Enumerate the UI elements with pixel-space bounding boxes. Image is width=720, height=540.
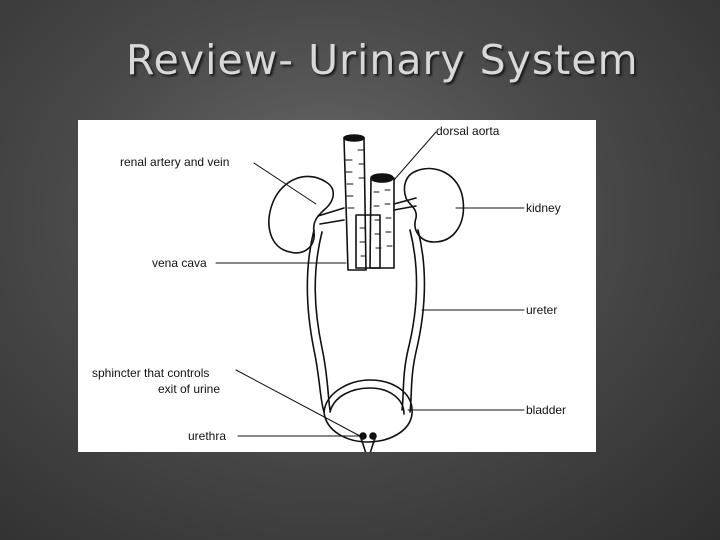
right-kidney: [403, 167, 465, 243]
left-ureter: [306, 229, 325, 413]
vena-cava: [343, 137, 367, 271]
urinary-system-diagram: dorsal aorta renal artery and vein kidne…: [78, 120, 596, 452]
label-ureter: ureter: [526, 303, 557, 317]
label-sphincter-line1: sphincter that controls: [92, 366, 209, 380]
urethra: [360, 437, 376, 452]
dorsal-aorta: [369, 177, 395, 269]
right-ureter: [409, 229, 426, 413]
right-renal-vessels: [393, 197, 417, 211]
label-sphincter-line2: exit of urine: [158, 382, 220, 396]
label-urethra: urethra: [188, 429, 226, 443]
left-renal-vessels: [317, 207, 345, 225]
label-kidney: kidney: [526, 201, 561, 215]
label-dorsal-aorta: dorsal aorta: [436, 124, 500, 138]
label-bladder: bladder: [526, 403, 566, 417]
left-kidney: [268, 175, 335, 254]
bladder: [323, 379, 413, 443]
label-vena-cava: vena cava: [152, 256, 207, 270]
label-renal-artery-vein: renal artery and vein: [120, 155, 229, 169]
diagram-svg: dorsal aorta renal artery and vein kidne…: [92, 124, 566, 452]
slide-title: Review- Urinary System: [126, 36, 639, 84]
